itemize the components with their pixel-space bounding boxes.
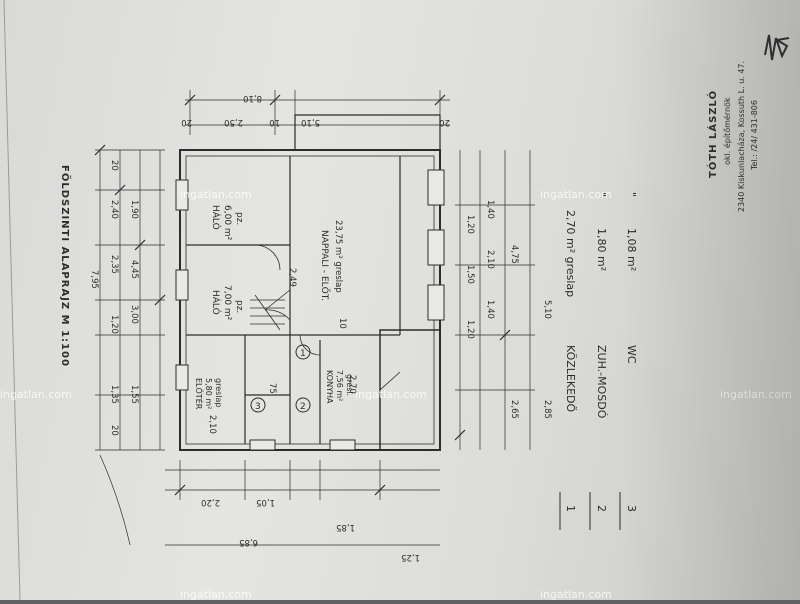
dimension-labels: 7,95 20 2,40 2,35 1,20 1,35 20 1,90 4,45… [89,93,552,562]
room-konyha-floor: gresl. [345,374,354,396]
dim-misc-0: 2,70 [347,375,357,394]
room-halo-2-floor: pz. [234,300,244,313]
room-table-ditto-3: " [625,192,638,197]
paper-edge [3,0,21,601]
dim-top-3: 1,20 [109,315,119,334]
room-table: 1 KÖZLEKEDŐ 2,70 m² greslap 2 ZUH.-MOSDÓ… [564,192,638,512]
dim-right-3: 10 [269,117,280,127]
dim-bottom-4: 4,75 [509,245,519,264]
dim-bottom-0: 2,85 [542,400,552,419]
dim-left-2: 1,05 [256,497,275,507]
room-table-no-2: 2 [595,505,608,512]
dim-top-2: 2,35 [109,255,119,274]
dim-top-1: 2,40 [109,200,119,219]
watermark-3: ingatlan.com [0,388,72,401]
dim-total-width: 7,95 [89,270,99,289]
room-table-no-1: 1 [564,505,577,512]
room-konyha-area: 7,56 m² [335,370,344,401]
dim-right-1: 5,10 [301,117,320,127]
dimension-lines [95,90,535,546]
signature [764,34,790,61]
room-table-name-3: WC [625,345,638,364]
dim-misc-5: 10 [337,318,347,329]
room-halo-1-area: 6,00 m² [222,205,232,241]
dim-bottom-6: 1,40 [485,200,495,219]
dim-left-7: 1,25 [401,552,420,562]
dim-misc-2: 2,49 [287,268,297,287]
dim-left-0: 2,10 [207,415,217,434]
watermark-7: ingatlan.com [540,588,612,600]
watermark-6: ingatlan.com [180,588,252,600]
dim-right-4: 20 [181,117,192,127]
room-marker-3 [250,397,266,413]
architect-address: 2340 Kiskunlacháza, Kossuth L. u. 47. [737,61,746,212]
dim-bottom-11: 1,20 [465,320,475,339]
dim-inner-3: 1,55 [129,385,139,404]
dim-inner-0: 1,90 [129,200,139,219]
dim-right-5: 20 [439,117,450,127]
dim-total-depth: 6,85 [239,537,258,547]
dim-bottom-10: 1,40 [485,300,495,319]
dim-inner-2: 3,00 [129,305,139,324]
dim-left-4: 2,20 [201,497,220,507]
room-konyha-name: KONYHA [325,370,334,404]
room-halo-2-name: HÁLÓ [210,290,222,315]
room-nappali-area: 23,75 m² greslap [333,220,343,293]
room-table-area-1: 2,70 m² greslap [564,210,577,297]
room-table-name-1: KÖZLEKEDŐ [564,345,578,413]
inner-walls [186,156,401,444]
room-eloter-area: 5,80 m² [204,378,213,409]
dim-right-2: 2,50 [224,117,243,127]
watermark-4: ingatlan.com [355,388,427,401]
watermark-5: ingatlan.com [720,388,792,401]
dim-inner-1: 4,45 [129,260,139,279]
stairs [250,294,285,331]
room-table-area-2: 1,80 m² [595,228,608,271]
architect-name: TÓTH LÁSZLÓ [706,90,719,178]
room-table-name-2: ZUH.-MOSDÓ [595,345,608,419]
dim-bottom-9: 1,50 [465,265,475,284]
dim-top-0: 20 [109,160,119,171]
dim-bottom-5: 5,10 [542,300,552,319]
architect-role: okl. építőmérnök [722,97,732,165]
dim-top-5: 20 [109,425,119,436]
dim-right-0: 8,10 [243,93,262,103]
dim-top-4: 1,35 [109,385,119,404]
room-marker-2 [295,397,311,413]
room-table-no-3: 3 [625,505,638,512]
windows [175,169,445,451]
architect-stamp: TÓTH LÁSZLÓ okl. építőmérnök 2340 Kiskun… [706,61,759,212]
dim-misc-4: 75 [267,383,277,394]
room-halo-2-area: 7,00 m² [222,285,232,321]
watermarks: ingatlan.com ingatlan.com ingatlan.com i… [0,188,792,601]
room-marker-1 [295,344,311,360]
dimension-ticks [94,94,511,496]
architect-phone: Tel.: /24/ 431-806 [750,100,759,171]
dim-left-6: 1,85 [336,522,355,532]
door-swings [254,244,401,391]
watermark-1: ingatlan.com [180,188,252,201]
room-marker-3-label: 3 [255,402,261,412]
dim-bottom-8: 2,10 [485,250,495,269]
plan-title: FÖLDSZINTI ALAPRAJZ M 1:100 [59,165,73,367]
room-table-area-3: 1,08 m² [625,228,638,271]
dim-bottom-1: 2,65 [509,400,519,419]
room-eloter-floor: greslap [214,378,223,407]
room-halo-1-name: HÁLÓ [210,205,222,230]
room-eloter-name: ELŐTÉR [194,378,205,410]
room-marker-2-label: 2 [300,402,306,412]
room-halo-1-floor: pz. [234,212,244,225]
dim-bottom-7: 1,20 [465,215,475,234]
room-table-lines [559,492,621,530]
room-table-ditto-2: " [595,192,608,197]
room-markers [250,344,311,413]
room-marker-1-label: 1 [300,349,306,359]
room-nappali-name: NAPPALI - ELŐT. [319,230,330,301]
watermark-2: ingatlan.com [540,188,612,201]
